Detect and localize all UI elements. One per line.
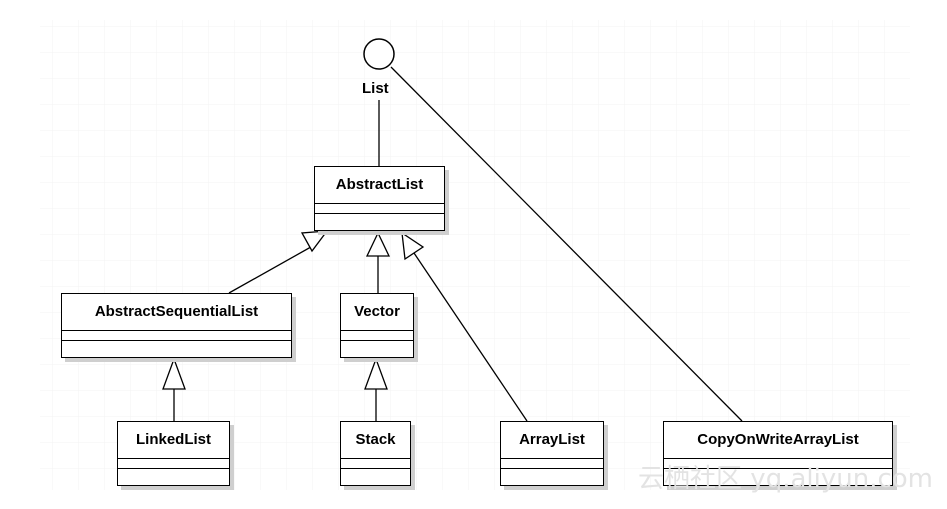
arraylist-inheritance-line — [413, 252, 528, 422]
class-stack[interactable]: Stack — [340, 421, 411, 486]
copyonwrite-to-list-line — [390, 66, 743, 422]
class-arraylist[interactable]: ArrayList — [500, 421, 604, 486]
class-vector-attributes — [341, 331, 413, 341]
class-copyonwritearraylist-name: CopyOnWriteArrayList — [664, 422, 892, 459]
linkedlist-inheritance-arrow — [162, 357, 186, 390]
class-abstractsequentiallist-name: AbstractSequentialList — [62, 294, 291, 331]
class-copyonwritearraylist-attributes — [664, 459, 892, 469]
class-abstractsequentiallist[interactable]: AbstractSequentialList — [61, 293, 292, 358]
class-vector-operations — [341, 341, 413, 350]
watermark-text: 云栖社区 yq.aliyun.com — [638, 464, 933, 494]
class-abstractlist-name: AbstractList — [315, 167, 444, 204]
abstractsequentiallist-inheritance-line — [228, 242, 319, 294]
abstractsequentiallist-inheritance-arrow — [300, 230, 329, 253]
class-arraylist-operations — [501, 469, 603, 478]
arraylist-inheritance-arrow — [401, 231, 425, 261]
class-abstractsequentiallist-operations — [62, 341, 291, 350]
grid-background — [40, 20, 910, 490]
class-linkedlist-name: LinkedList — [118, 422, 229, 459]
list-interface-label: List — [362, 80, 389, 97]
class-abstractlist[interactable]: AbstractList — [314, 166, 445, 231]
stack-inheritance-arrow — [364, 357, 388, 390]
class-linkedlist-attributes — [118, 459, 229, 469]
class-stack-name: Stack — [341, 422, 410, 459]
class-arraylist-attributes — [501, 459, 603, 469]
class-stack-attributes — [341, 459, 410, 469]
class-abstractlist-attributes — [315, 204, 444, 214]
list-interface-circle — [363, 38, 395, 70]
class-abstractsequentiallist-attributes — [62, 331, 291, 341]
class-linkedlist[interactable]: LinkedList — [117, 421, 230, 486]
vector-inheritance-arrow — [365, 231, 391, 257]
class-copyonwritearraylist[interactable]: CopyOnWriteArrayList — [663, 421, 893, 486]
class-abstractlist-operations — [315, 214, 444, 223]
class-arraylist-name: ArrayList — [501, 422, 603, 459]
class-stack-operations — [341, 469, 410, 478]
class-vector-name: Vector — [341, 294, 413, 331]
class-vector[interactable]: Vector — [340, 293, 414, 358]
class-linkedlist-operations — [118, 469, 229, 478]
